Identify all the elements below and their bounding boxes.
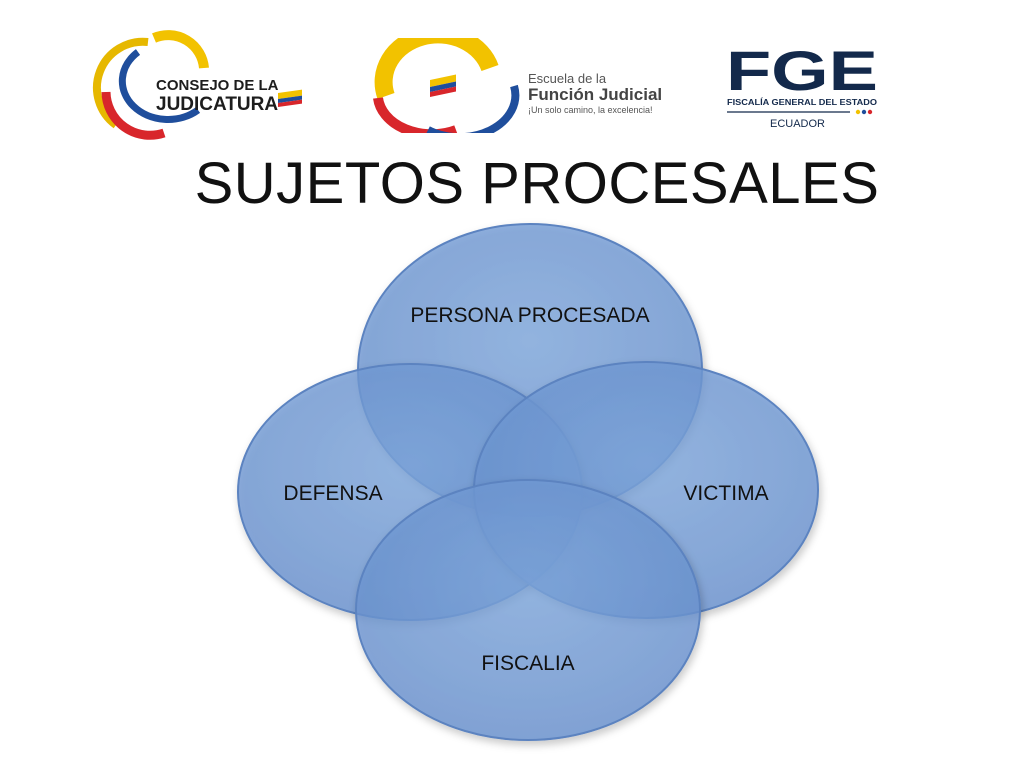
escuela-funcion-judicial-logo: Escuela de la Función Judicial ¡Un solo … (372, 38, 667, 133)
fge-line2: ECUADOR (770, 118, 825, 130)
venn-label-top: PERSONA PROCESADA (410, 304, 649, 327)
escuela-line1: Escuela de la (528, 71, 607, 86)
consejo-line1: CONSEJO DE LA (156, 77, 279, 94)
venn-label-bottom: FISCALIA (481, 652, 574, 675)
venn-label-right: VICTIMA (683, 482, 768, 505)
venn-label-left: DEFENSA (283, 482, 382, 505)
fge-logo: FGE FISCALÍA GENERAL DEL ESTADO ECUADOR (722, 40, 882, 135)
slide-title: SUJETOS PROCESALES (194, 151, 880, 216)
fge-acronym: FGE (726, 40, 878, 102)
fge-line1: FISCALÍA GENERAL DEL ESTADO (727, 98, 877, 107)
escuela-line2: Función Judicial (528, 85, 662, 104)
consejo-judicatura-logo: CONSEJO DE LA JUDICATURA (86, 30, 311, 140)
venn-circle-bottom (355, 479, 701, 741)
consejo-line2: JUDICATURA (156, 94, 278, 115)
escuela-line3: ¡Un solo camino, la excelencia! (528, 105, 653, 115)
